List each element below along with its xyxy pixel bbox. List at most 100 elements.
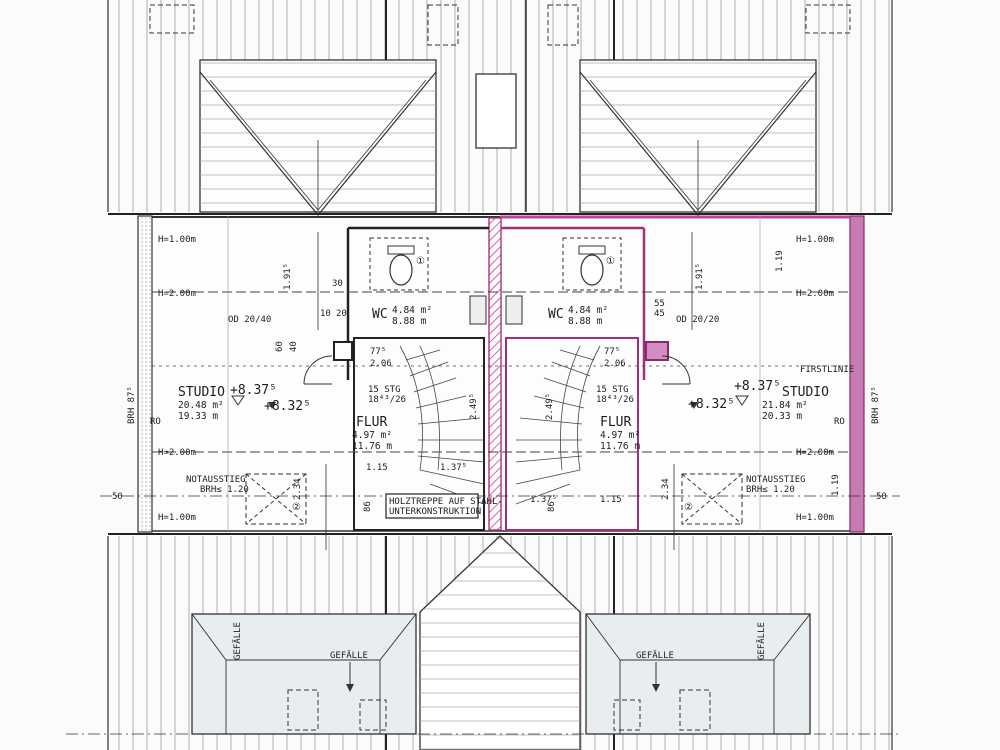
dim-137-left: 1.37⁵ [440,463,467,473]
dim-10: 10 [320,309,331,319]
height-left-mid: H=2.00m [158,289,196,299]
wc-left-area: 4.84 m² [392,305,432,316]
dim-86-left: 86 [363,501,373,512]
dim-119-top: 1.19 [775,250,785,272]
dim-40: 40 [289,341,299,352]
stair-note-box [385,493,479,519]
stair-right-label: 15 STG [596,385,629,395]
stair-note-line2: UNTERKONSTRUKTION [389,507,481,517]
wc-right-name: WC [548,307,564,322]
studio-right-area: 21.84 m² [762,400,808,411]
height-left-low: H=2.00m [158,448,196,458]
dim-60: 60 [275,341,285,352]
wc-right-area: 4.84 m² [568,305,608,316]
stair-left-label: 15 STG [368,385,401,395]
height-left-top: H=1.00m [158,235,196,245]
dim-119-bottom: 1.19 [831,474,841,496]
flat-roof-left [191,613,417,735]
dormer-top-right [579,59,817,216]
wall-left [137,215,153,533]
party-wall [488,217,502,531]
emergency-left-line2: BRH≤ 1.20 [200,485,249,495]
studio-right-name: STUDIO [782,385,829,400]
height-right-mid: H=2.00m [796,289,834,299]
dim-249-left: 2.49⁵ [469,393,479,420]
height-right-bottom: H=1.00m [796,513,834,523]
flur-left-perimeter: 11.76 m [352,441,392,452]
gefaelle-3: GEFÄLLE [636,650,674,661]
studio-left-name: STUDIO [178,385,225,400]
dim-206-right: 2.06 [604,359,626,369]
dim-191-right: 1.91⁵ [695,263,705,290]
emergency-left-line1: NOTAUSSTIEG [186,475,246,485]
dim-115-left: 1.15 [366,463,388,473]
dim-775-left: 77⁵ [370,347,386,357]
stair-note-line1: HOLZTREPPE AUF STAHL- [389,497,503,507]
dim-191-left: 1.91⁵ [283,263,293,290]
emergency-window-right [681,473,743,525]
firstlinie-label: FIRSTLINIE [800,365,854,375]
stair-right [515,345,601,505]
ro-right: RO [834,417,845,427]
top-roof [107,0,893,216]
dormer-top-left [199,59,437,216]
height-left-bottom: H=1.00m [158,513,196,523]
circle-2-right: ② [684,502,693,513]
dim-20: 20 [336,309,347,319]
flur-left-area: 4.97 m² [352,430,392,441]
studio-right-level: +8.37⁵ [734,379,781,394]
flur-left-name: FLUR [356,415,387,430]
emergency-right-line2: BRH≤ 1.20 [746,485,795,495]
studio-left-level2: +8.32⁵ [264,399,311,414]
wc-left-name: WC [372,307,388,322]
dim-86-right: 86 [547,501,557,512]
gefaelle-4: GEFÄLLE [756,622,767,660]
wc-left-perimeter: 8.88 m [392,316,427,327]
gefaelle-2: GEFÄLLE [330,650,368,661]
emergency-window-left [245,473,307,525]
circle-2-left: ② [292,502,301,513]
flur-right-area: 4.97 m² [600,430,640,441]
wall-right [849,215,865,533]
dim-234-right: 2.34 [661,478,671,500]
dim-30: 30 [332,279,343,289]
gefaelle-1: GEFÄLLE [232,622,243,660]
flat-roof-right [585,613,811,735]
circle-1-left: ① [416,256,425,267]
ro-left: RO [150,417,161,427]
dim-50-left: 50 [112,492,123,502]
studio-right-perimeter: 20.33 m [762,411,802,422]
flur-right-perimeter: 11.76 m [600,441,640,452]
dim-45: 45 [654,309,665,319]
dim-249-right: 2.49⁵ [545,393,555,420]
circle-1-right: ① [606,256,615,267]
emergency-right-line1: NOTAUSSTIEG [746,475,806,485]
opening-right: OD 20/20 [676,315,719,325]
wc-right-perimeter: 8.88 m [568,316,603,327]
stair-left-ratio: 18⁴³/26 [368,395,406,405]
dim-50-right: 50 [876,492,887,502]
toilet-left [369,237,429,291]
stair-right-ratio: 18⁴³/26 [596,395,634,405]
dim-137-right: 1.37⁵ [530,495,557,505]
brh-left: BRH 87⁵ [127,386,137,424]
dim-206-left: 2.06 [370,359,392,369]
bottom-roof [66,535,900,750]
dim-55: 55 [654,299,665,309]
toilet-right [562,237,622,291]
skylight-top [475,73,517,149]
height-right-top: H=1.00m [796,235,834,245]
flur-right-name: FLUR [600,415,631,430]
dim-115-right: 1.15 [600,495,622,505]
floor-level [100,215,900,550]
studio-left-level: +8.37⁵ [230,383,277,398]
dim-234-left: 2.34 [293,478,303,500]
dim-775-right: 77⁵ [604,347,620,357]
studio-left-perimeter: 19.33 m [178,411,218,422]
studio-left-area: 20.48 m² [178,400,224,411]
brh-right: BRH 87⁵ [871,386,881,424]
studio-right-level2: +8.32⁵ [688,397,735,412]
labels: WC 4.84 m² 8.88 m WC 4.84 m² 8.88 m STUD… [112,235,887,661]
